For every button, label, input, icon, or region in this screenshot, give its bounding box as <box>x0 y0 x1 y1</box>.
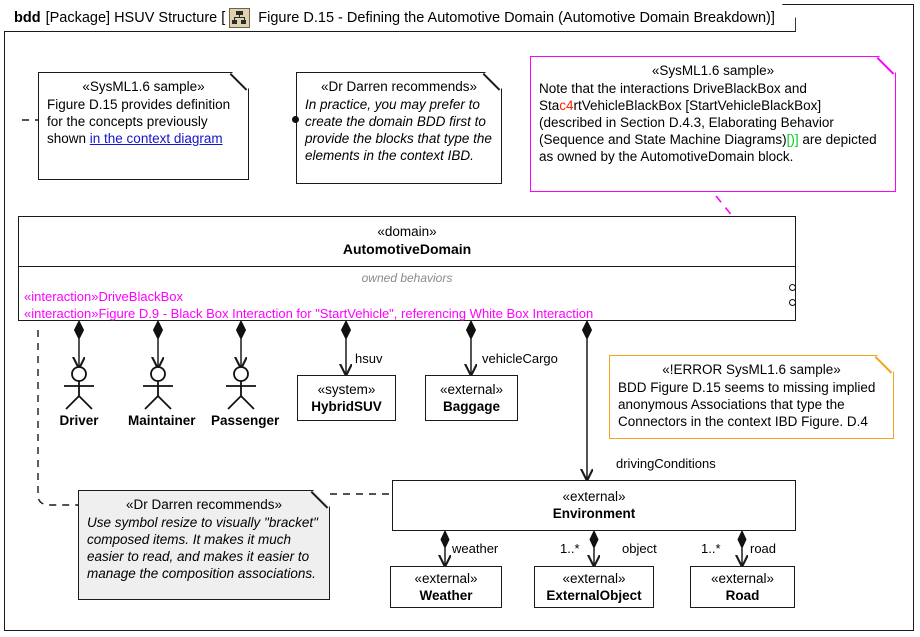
edge-label-object: object <box>622 541 657 556</box>
diagram-title: Figure D.15 - Defining the Automotive Do… <box>258 9 771 26</box>
note-darren-top: «Dr Darren recommends» In practice, you … <box>296 72 502 184</box>
note-stereotype: «SysML1.6 sample» <box>82 79 205 94</box>
note-seg-3: rtVehicleBlackBox [StartVehicleBlackBox]… <box>539 98 834 147</box>
diagram-frame-header: bdd [Package] HSUV Structure [ Figure D.… <box>4 4 796 32</box>
note-seg-5: are depicted as owned by the AutomotiveD… <box>539 132 877 164</box>
block-name: HybridSUV <box>311 398 382 414</box>
block-stereotype: «domain» <box>377 224 437 239</box>
bracket-close: ] <box>770 9 775 26</box>
block-stereotype: «external» <box>439 381 504 397</box>
multiplicity-object: 1..* <box>560 541 580 556</box>
note-error-sysml-sample: «!ERROR SysML1.6 sample» BDD Figure D.15… <box>609 355 894 439</box>
note-stereotype: «SysML1.6 sample» <box>651 63 775 78</box>
note-line-2: for the concepts previously <box>47 114 208 129</box>
note-body: Note that the interactions DriveBlackBox… <box>539 80 887 165</box>
edge-label-driving-conditions: drivingConditions <box>616 456 716 471</box>
note-line-3-prefix: shown <box>47 131 90 146</box>
edge-label-weather: weather <box>452 541 499 556</box>
actor-passenger[interactable]: Passenger <box>211 364 280 428</box>
note-body: Use symbol resize to visually "bracket" … <box>87 515 318 581</box>
compartment-title: owned behaviors <box>361 271 453 285</box>
multiplicity-road: 1..* <box>701 541 721 556</box>
diagram-kind-label: bdd <box>14 9 41 26</box>
diagram-package-name: HSUV Structure <box>114 9 218 26</box>
actor-label: Passenger <box>211 413 280 428</box>
actor-label: Maintainer <box>128 413 196 428</box>
note-sysml-sample-left: «SysML1.6 sample» Figure D.15 provides d… <box>38 72 249 180</box>
block-weather[interactable]: «external» Weather <box>390 566 502 608</box>
block-name: ExternalObject <box>546 587 642 603</box>
block-road[interactable]: «external» Road <box>690 566 795 608</box>
note-body: Figure D.15 provides definition for the … <box>47 96 240 147</box>
block-stereotype: «system» <box>317 381 376 397</box>
note-body: In practice, you may prefer to create th… <box>305 97 492 163</box>
block-environment[interactable]: «external» Environment <box>392 480 796 531</box>
owned-behaviors-compartment: owned behaviors «interaction»DriveBlackB… <box>19 267 795 326</box>
block-baggage[interactable]: «external» Baggage <box>425 375 518 421</box>
note-line-1: Figure D.15 provides definition <box>47 97 231 112</box>
context-diagram-link[interactable]: in the context diagram <box>89 131 223 146</box>
block-stereotype: «external» <box>414 570 478 586</box>
note-anchor-dot <box>292 116 299 123</box>
block-stereotype: «external» <box>562 570 626 586</box>
block-hybridsuv[interactable]: «system» HybridSUV <box>297 375 396 421</box>
actor-stick-figure-icon <box>226 366 256 410</box>
block-name: Environment <box>552 506 636 521</box>
block-externalobject[interactable]: «external» ExternalObject <box>534 566 654 608</box>
block-name: Weather <box>419 587 473 603</box>
behavior-item[interactable]: «interaction»Figure D.9 - Black Box Inte… <box>24 306 594 321</box>
block-header: «domain» AutomotiveDomain <box>19 217 795 267</box>
note-stereotype: «!ERROR SysML1.6 sample» <box>662 362 841 377</box>
block-stereotype: «external» <box>562 489 626 504</box>
note-darren-bottom: «Dr Darren recommends» Use symbol resize… <box>78 490 330 600</box>
edge-label-road: road <box>750 541 777 556</box>
diagram-package-tag: [Package] <box>45 9 111 26</box>
block-name: AutomotiveDomain <box>342 241 472 257</box>
note-seg-1: Note that the interactions DriveBlackBox… <box>539 81 807 113</box>
note-seg-red: c4 <box>559 98 574 113</box>
behavior-port-circle[interactable] <box>789 299 796 306</box>
edge-label-vehicle-cargo: vehicleCargo <box>482 351 558 366</box>
note-body: BDD Figure D.15 seems to missing implied… <box>618 380 876 429</box>
behavior-item[interactable]: «interaction»DriveBlackBox <box>24 289 183 304</box>
behavior-port-circle[interactable] <box>789 284 796 291</box>
block-stereotype: «external» <box>710 570 775 586</box>
block-name: Road <box>725 587 760 603</box>
note-sysml-sample-magenta: «SysML1.6 sample» Note that the interact… <box>530 56 896 192</box>
bracket-open: [ <box>221 9 226 26</box>
note-stereotype: «Dr Darren recommends» <box>320 79 478 94</box>
actor-stick-figure-icon <box>64 366 94 410</box>
note-stereotype: «Dr Darren recommends» <box>125 497 283 512</box>
edge-label-hsuv: hsuv <box>355 351 383 366</box>
actor-driver[interactable]: Driver <box>49 364 109 428</box>
block-automotive-domain[interactable]: «domain» AutomotiveDomain owned behavior… <box>18 216 796 321</box>
actor-stick-figure-icon <box>143 366 173 410</box>
actor-maintainer[interactable]: Maintainer <box>128 364 196 428</box>
block-definition-diagram-icon <box>229 8 250 28</box>
block-name: Baggage <box>442 398 500 414</box>
actor-label: Driver <box>59 413 99 428</box>
note-seg-green: [)] <box>786 132 799 147</box>
